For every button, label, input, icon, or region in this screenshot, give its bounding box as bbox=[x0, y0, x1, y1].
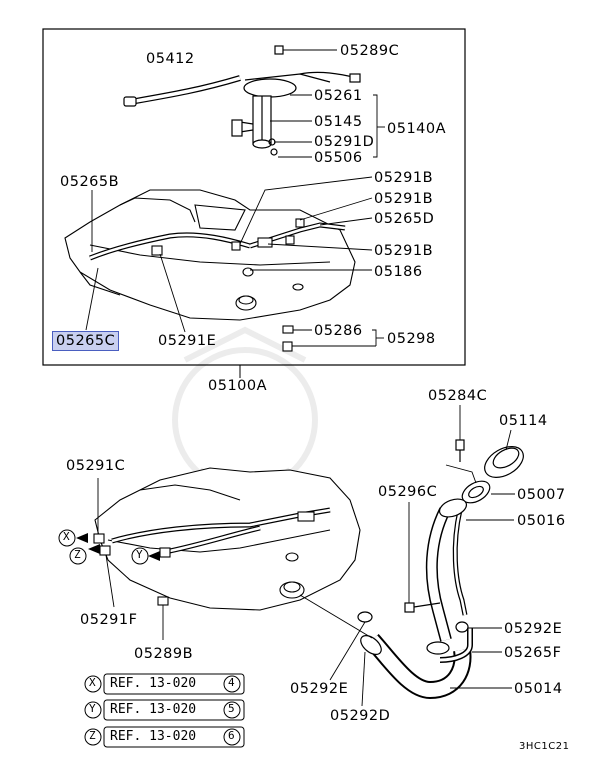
label-05291b-2[interactable]: 05291B bbox=[374, 191, 434, 207]
connector-z[interactable]: Z bbox=[74, 548, 81, 561]
label-05265d[interactable]: 05265D bbox=[374, 211, 435, 227]
label-05292d[interactable]: 05292D bbox=[330, 708, 391, 724]
label-05284c[interactable]: 05284C bbox=[428, 388, 488, 404]
label-05289b[interactable]: 05289B bbox=[134, 646, 194, 662]
label-05265f[interactable]: 05265F bbox=[504, 645, 562, 661]
label-05291d[interactable]: 05291D bbox=[314, 134, 375, 150]
lower-left-leaders bbox=[97, 478, 164, 640]
connector-arrows bbox=[76, 533, 160, 561]
watermark bbox=[172, 326, 318, 493]
connector-x[interactable]: X bbox=[63, 530, 70, 543]
ref-x-text[interactable]: REF. 13-020 bbox=[110, 676, 197, 691]
label-05291b-3[interactable]: 05291B bbox=[374, 243, 434, 259]
label-05296c[interactable]: 05296C bbox=[378, 484, 438, 500]
ref-z-text[interactable]: REF. 13-020 bbox=[110, 729, 197, 744]
label-05298[interactable]: 05298 bbox=[387, 331, 436, 347]
label-05140a[interactable]: 05140A bbox=[387, 121, 447, 137]
tank-leaders bbox=[85, 176, 384, 347]
ref-z-num: 6 bbox=[228, 729, 235, 742]
label-05145[interactable]: 05145 bbox=[314, 114, 363, 130]
label-05289c[interactable]: 05289C bbox=[340, 43, 400, 59]
label-05265b[interactable]: 05265B bbox=[60, 174, 120, 190]
fuel-tank-upper bbox=[64, 189, 356, 352]
label-05261[interactable]: 05261 bbox=[314, 88, 363, 104]
ref-x-letter: X bbox=[89, 676, 96, 689]
label-05291c[interactable]: 05291C bbox=[66, 458, 126, 474]
ref-y-letter: Y bbox=[89, 702, 96, 715]
filler-neck bbox=[357, 439, 524, 700]
label-05114[interactable]: 05114 bbox=[499, 413, 548, 429]
label-05100a[interactable]: 05100A bbox=[208, 378, 268, 394]
fuel-tank-lower bbox=[93, 467, 361, 611]
ref-x-num: 4 bbox=[228, 676, 235, 689]
label-05506[interactable]: 05506 bbox=[314, 150, 363, 166]
filler-leaders bbox=[299, 405, 515, 707]
label-05286[interactable]: 05286 bbox=[314, 323, 363, 339]
label-05412[interactable]: 05412 bbox=[146, 51, 195, 67]
label-05291f[interactable]: 05291F bbox=[80, 612, 138, 628]
connector-y[interactable]: Y bbox=[136, 548, 143, 561]
label-05014[interactable]: 05014 bbox=[514, 681, 563, 697]
ref-y-num: 5 bbox=[228, 702, 235, 715]
upper-frame bbox=[42, 28, 466, 366]
label-05265c[interactable]: 05265C bbox=[52, 331, 120, 351]
ref-z-letter: Z bbox=[89, 729, 96, 742]
label-05007[interactable]: 05007 bbox=[517, 487, 566, 503]
label-05291e[interactable]: 05291E bbox=[158, 333, 217, 349]
label-05186[interactable]: 05186 bbox=[374, 264, 423, 280]
label-05292e-2[interactable]: 05292E bbox=[290, 681, 349, 697]
label-05291b-1[interactable]: 05291B bbox=[374, 170, 434, 186]
diagram-code: 3HC1C21 bbox=[519, 741, 570, 752]
fuel-pump-assembly bbox=[123, 45, 361, 156]
label-05292e-1[interactable]: 05292E bbox=[504, 621, 563, 637]
pump-leaders bbox=[270, 49, 385, 158]
connector-circles bbox=[58, 529, 149, 565]
label-05016[interactable]: 05016 bbox=[517, 513, 566, 529]
reference-boxes bbox=[84, 673, 245, 748]
ref-y-text[interactable]: REF. 13-020 bbox=[110, 702, 197, 717]
